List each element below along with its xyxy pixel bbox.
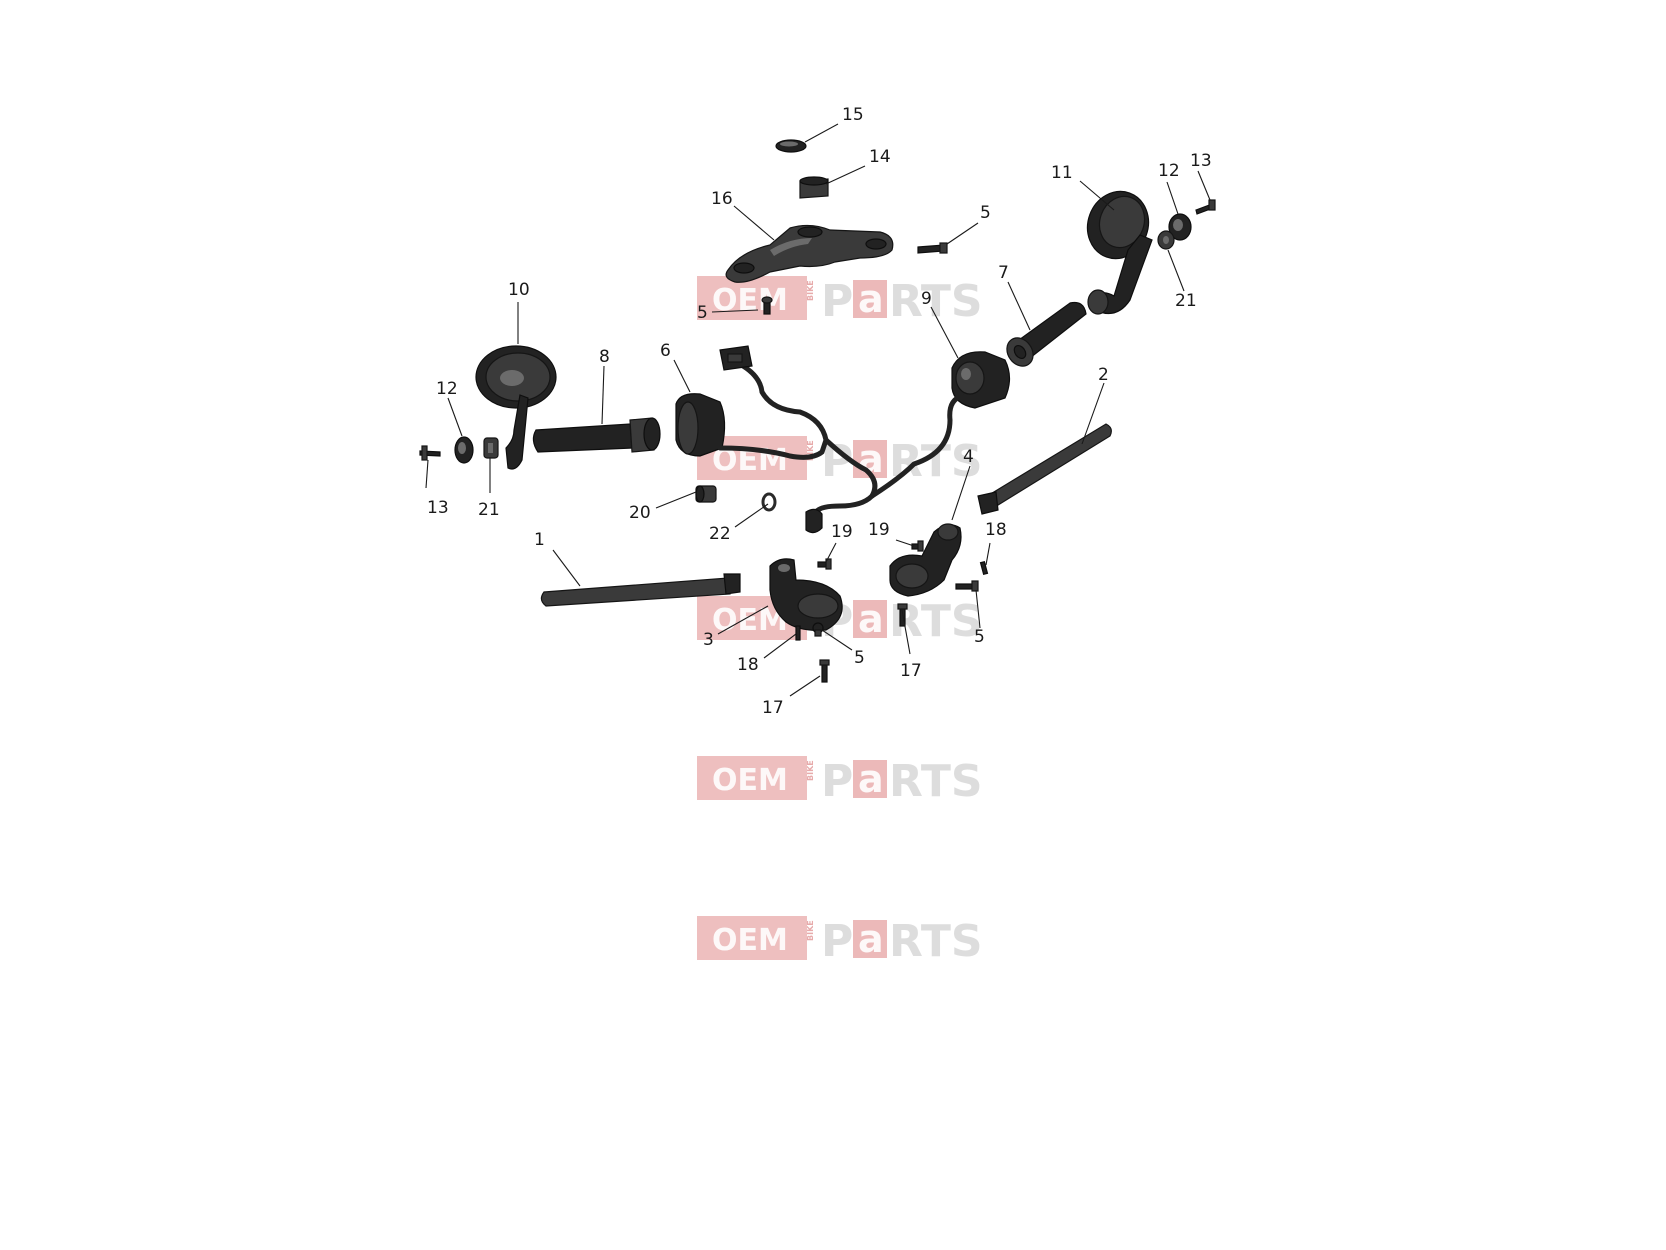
svg-text:P: P <box>821 276 853 327</box>
part-4-right-clamp <box>889 523 962 597</box>
part-17-screw-b <box>897 603 908 627</box>
part-17-screw-a <box>819 659 830 683</box>
callout-5b: 5 <box>697 303 708 323</box>
svg-text:RTS: RTS <box>889 436 983 487</box>
svg-text:a: a <box>858 917 884 961</box>
callout-11: 11 <box>1051 163 1073 183</box>
wiring-harness <box>717 345 965 534</box>
watermark-4: OEM BIKE P a RTS <box>697 756 983 807</box>
callout-12b: 12 <box>1158 161 1180 181</box>
callout-19a: 19 <box>831 522 853 542</box>
callout-7: 7 <box>998 263 1009 283</box>
callout-6: 6 <box>660 341 671 361</box>
svg-text:OEM: OEM <box>712 283 788 318</box>
callout-20: 20 <box>629 503 651 523</box>
callout-15: 15 <box>842 105 864 125</box>
part-5-screw-d <box>955 580 979 592</box>
part-12-left-spacer <box>454 436 474 464</box>
svg-text:BIKE: BIKE <box>806 440 815 461</box>
callout-19b: 19 <box>868 520 890 540</box>
part-21-right-nut <box>1157 230 1175 250</box>
callout-9: 9 <box>921 289 932 309</box>
svg-text:a: a <box>858 277 884 321</box>
part-20-fitting <box>695 485 717 503</box>
svg-text:BIKE: BIKE <box>806 760 815 781</box>
callout-14: 14 <box>869 147 891 167</box>
part-11-right-mirror <box>1086 190 1153 315</box>
part-1-left-handlebar <box>540 573 741 607</box>
callouts: 15 14 16 5 5 11 12 13 21 7 9 6 8 10 12 1… <box>427 105 1212 718</box>
part-5-screw-a <box>917 242 948 254</box>
callout-22: 22 <box>709 524 731 544</box>
part-9-right-switch <box>951 351 1011 409</box>
callout-1: 1 <box>534 530 545 550</box>
part-2-right-handlebar <box>977 423 1112 515</box>
svg-text:P: P <box>821 916 853 967</box>
part-5-screw-b <box>761 296 773 315</box>
part-8-left-grip <box>532 417 661 453</box>
callout-8: 8 <box>599 347 610 367</box>
svg-text:RTS: RTS <box>889 756 983 807</box>
callout-13a: 13 <box>427 498 449 518</box>
part-3-left-clamp <box>769 558 843 631</box>
part-12-right-spacer <box>1168 213 1192 241</box>
svg-text:RTS: RTS <box>889 916 983 967</box>
part-10-left-mirror <box>475 345 557 470</box>
callout-17a: 17 <box>762 698 784 718</box>
leader-lines <box>425 123 1211 697</box>
part-14-collar <box>799 176 829 199</box>
callout-5d: 5 <box>974 627 985 647</box>
part-18-pin-b <box>979 560 989 576</box>
callout-10: 10 <box>508 280 530 300</box>
callout-2: 2 <box>1098 365 1109 385</box>
callout-13b: 13 <box>1190 151 1212 171</box>
part-13-right-bolt <box>1195 199 1216 215</box>
svg-text:BIKE: BIKE <box>806 920 815 941</box>
part-18-pin-a <box>795 625 801 641</box>
callout-12a: 12 <box>436 379 458 399</box>
part-6-left-switch <box>675 393 726 457</box>
callout-16: 16 <box>711 189 733 209</box>
part-15-cap <box>775 139 807 153</box>
part-7-right-grip <box>1006 301 1087 367</box>
callout-21a: 21 <box>478 500 500 520</box>
part-16-top-yoke <box>725 224 894 283</box>
callout-4: 4 <box>963 447 974 467</box>
svg-text:OEM: OEM <box>712 763 788 798</box>
svg-text:RTS: RTS <box>889 276 983 327</box>
svg-text:a: a <box>858 757 884 801</box>
callout-5a: 5 <box>980 203 991 223</box>
callout-3: 3 <box>703 630 714 650</box>
svg-text:OEM: OEM <box>712 923 788 958</box>
part-19-screw-b <box>911 540 924 552</box>
callout-18b: 18 <box>985 520 1007 540</box>
part-21-left-nut <box>483 437 499 459</box>
watermark-1: OEM BIKE P a RTS <box>697 276 983 327</box>
watermark-5: OEM BIKE P a RTS <box>697 916 983 967</box>
callout-5c: 5 <box>854 648 865 668</box>
callout-17b: 17 <box>900 661 922 681</box>
svg-text:BIKE: BIKE <box>806 280 815 301</box>
part-22-clip <box>761 492 777 512</box>
part-13-left-bolt <box>419 445 441 461</box>
svg-text:P: P <box>821 756 853 807</box>
callout-21b: 21 <box>1175 291 1197 311</box>
part-5-screw-c <box>812 622 824 637</box>
part-19-screw-a <box>817 558 832 570</box>
watermark-2: OEM BIKE P a RTS <box>697 436 983 487</box>
callout-18a: 18 <box>737 655 759 675</box>
svg-text:a: a <box>858 597 884 641</box>
